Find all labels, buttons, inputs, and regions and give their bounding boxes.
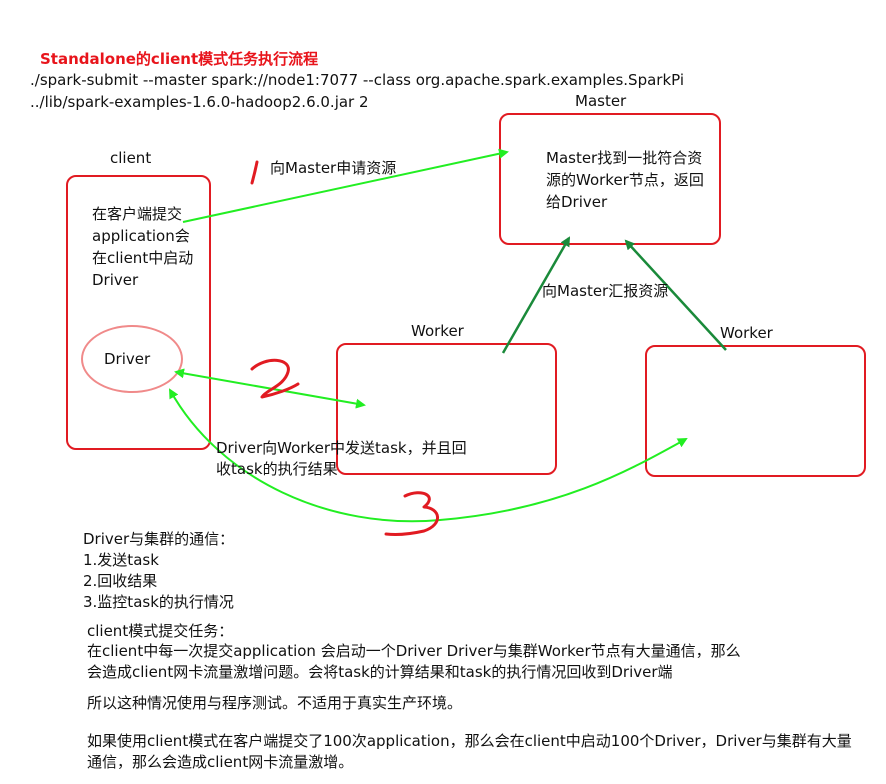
arrow-driver-worker1	[174, 368, 366, 409]
submit-title: client模式提交任务：	[87, 622, 234, 640]
driver-ellipse	[81, 325, 183, 393]
step-3-stroke	[384, 491, 439, 537]
edge-label-report: 向Master汇报资源	[542, 282, 669, 300]
edge-label-request: 向Master申请资源	[270, 159, 397, 177]
example-line-2: 通信，那么会造成client网卡流量激增。	[87, 753, 354, 771]
command-line-2: ../lib/spark-examples-1.6.0-hadoop2.6.0.…	[30, 93, 369, 111]
comm-item-1: 1.发送task	[83, 551, 159, 569]
worker1-label: Worker	[411, 322, 464, 340]
step-1-stroke	[250, 160, 259, 185]
client-box: 在客户端提交application会在client中启动Driver	[66, 175, 211, 450]
step-2-stroke	[250, 358, 300, 399]
submit-line-2: 会造成client网卡流量激增问题。会将task的计算结果和task的执行情况回…	[87, 663, 673, 681]
comm-item-3: 3.监控task的执行情况	[83, 593, 234, 611]
arrow-client-to-master	[182, 148, 509, 223]
master-box: Master找到一批符合资源的Worker节点，返回给Driver	[499, 113, 721, 245]
comm-title: Driver与集群的通信：	[83, 530, 235, 548]
usage-note: 所以这种情况使用与程序测试。不适用于真实生产环境。	[87, 694, 463, 712]
example-line-1: 如果使用client模式在客户端提交了100次application，那么会在c…	[87, 732, 852, 750]
master-box-text: Master找到一批符合资源的Worker节点，返回给Driver	[546, 149, 704, 211]
diagram-title: Standalone的client模式任务执行流程	[40, 50, 319, 68]
submit-line-1: 在client中每一次提交application 会启动一个Driver Dri…	[87, 642, 741, 660]
command-line-1: ./spark-submit --master spark://node1:70…	[30, 71, 685, 89]
worker2-label: Worker	[720, 324, 773, 342]
edge-label-send-task-2: 收task的执行结果	[216, 460, 338, 478]
master-label: Master	[575, 92, 627, 110]
arrow-worker2-to-master	[624, 239, 727, 351]
edge-label-send-task-1: Driver向Worker中发送task，并且回	[216, 439, 467, 457]
client-label: client	[110, 149, 152, 167]
driver-label: Driver	[104, 350, 151, 368]
arrow-driver-worker2	[169, 388, 688, 523]
arrow-worker1-to-master	[501, 236, 571, 354]
comm-item-2: 2.回收结果	[83, 572, 158, 590]
client-box-text: 在客户端提交application会在client中启动Driver	[92, 205, 194, 289]
